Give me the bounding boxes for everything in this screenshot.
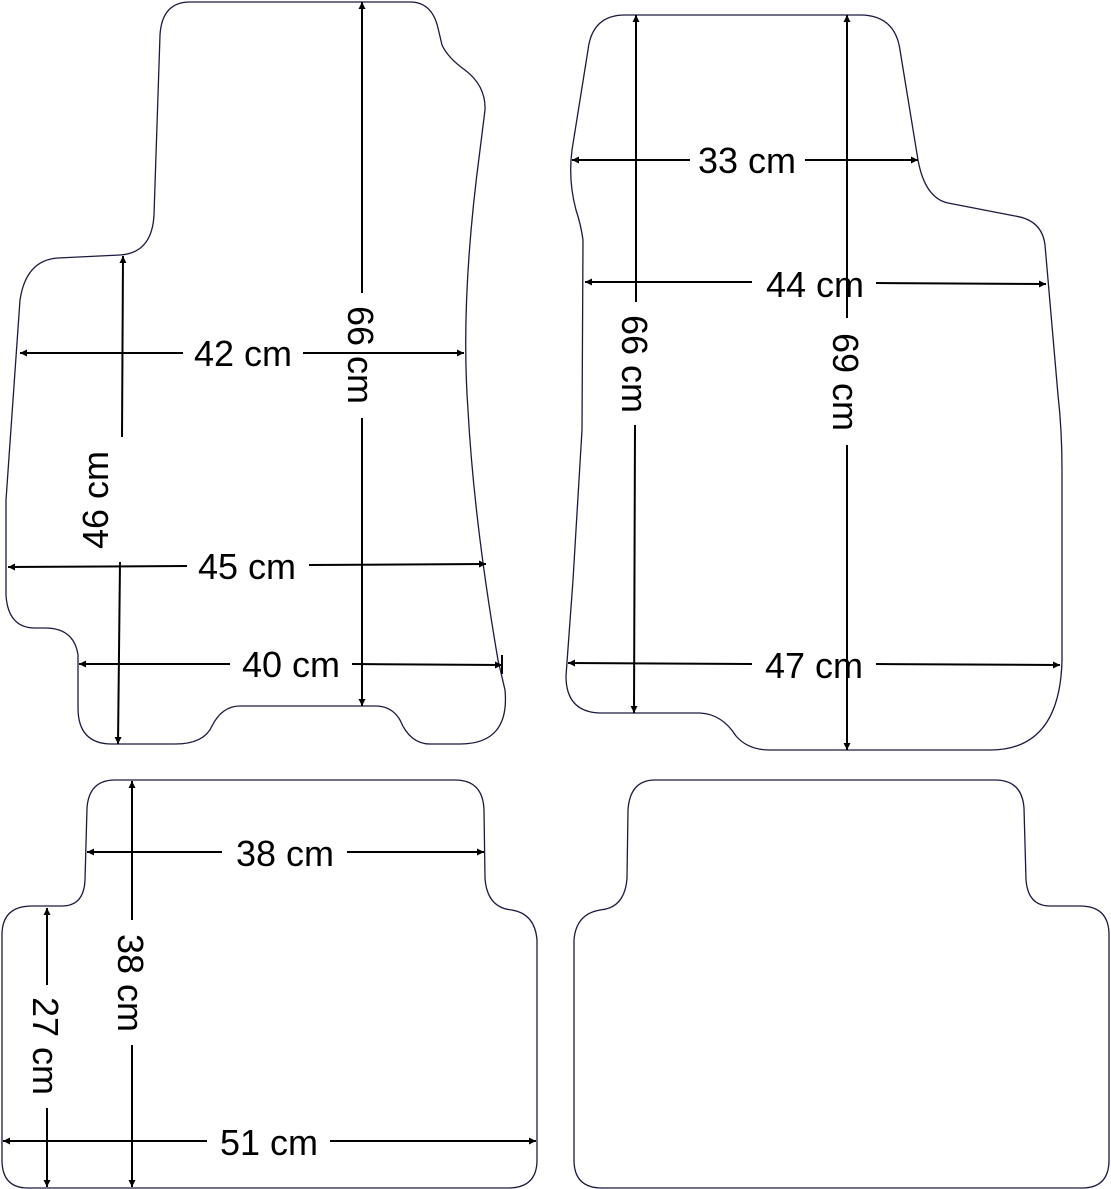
front-right-mat: 33 cm 44 cm 47 cm 66 cm 69 cm — [565, 14, 1063, 751]
rear-right-mat-outline — [573, 779, 1110, 1189]
rear-left-width-top-dimension: 38 cm — [87, 833, 484, 874]
front-left-width-top-dimension: 42 cm — [20, 333, 464, 374]
rear-left-height-outer-label: 27 cm — [25, 997, 66, 1095]
front-right-mat-outline — [565, 14, 1063, 751]
rear-left-width-bottom-dimension: 51 cm — [3, 1122, 536, 1163]
rear-left-height-inner-dimension: 38 cm — [110, 781, 151, 1187]
front-right-width-middle-label: 44 cm — [766, 264, 864, 305]
front-left-width-top-label: 42 cm — [194, 333, 292, 374]
front-left-width-middle-label: 45 cm — [198, 546, 296, 587]
rear-left-mat-outline — [1, 779, 538, 1189]
rear-left-mat: 38 cm 51 cm 38 cm 27 cm — [1, 779, 538, 1189]
front-right-width-top-dimension: 33 cm — [572, 140, 918, 181]
rear-right-mat — [573, 779, 1110, 1189]
front-left-width-middle-dimension: 45 cm — [7, 546, 487, 587]
front-right-width-top-label: 33 cm — [698, 140, 796, 181]
front-right-height-right-label: 69 cm — [825, 333, 866, 431]
front-left-width-bottom-label: 40 cm — [242, 644, 340, 685]
front-left-mat-outline — [5, 1, 507, 745]
rear-left-width-bottom-label: 51 cm — [220, 1122, 318, 1163]
rear-left-height-outer-dimension: 27 cm — [25, 908, 66, 1187]
front-left-height-left-dimension: 46 cm — [75, 255, 127, 745]
front-right-height-left-label: 66 cm — [614, 315, 655, 413]
front-left-mat: 42 cm 45 cm 40 cm 46 cm 66 cm — [5, 1, 507, 745]
front-left-width-bottom-dimension: 40 cm — [79, 644, 503, 685]
rear-left-height-inner-label: 38 cm — [110, 934, 151, 1032]
front-right-height-right-dimension: 69 cm — [825, 15, 866, 750]
front-right-width-bottom-label: 47 cm — [765, 645, 863, 686]
front-left-height-center-label: 66 cm — [340, 306, 381, 404]
rear-left-width-top-label: 38 cm — [236, 833, 334, 874]
front-left-height-left-label: 46 cm — [75, 451, 116, 549]
front-right-height-left-dimension: 66 cm — [614, 15, 655, 714]
front-left-height-center-dimension: 66 cm — [340, 1, 381, 706]
